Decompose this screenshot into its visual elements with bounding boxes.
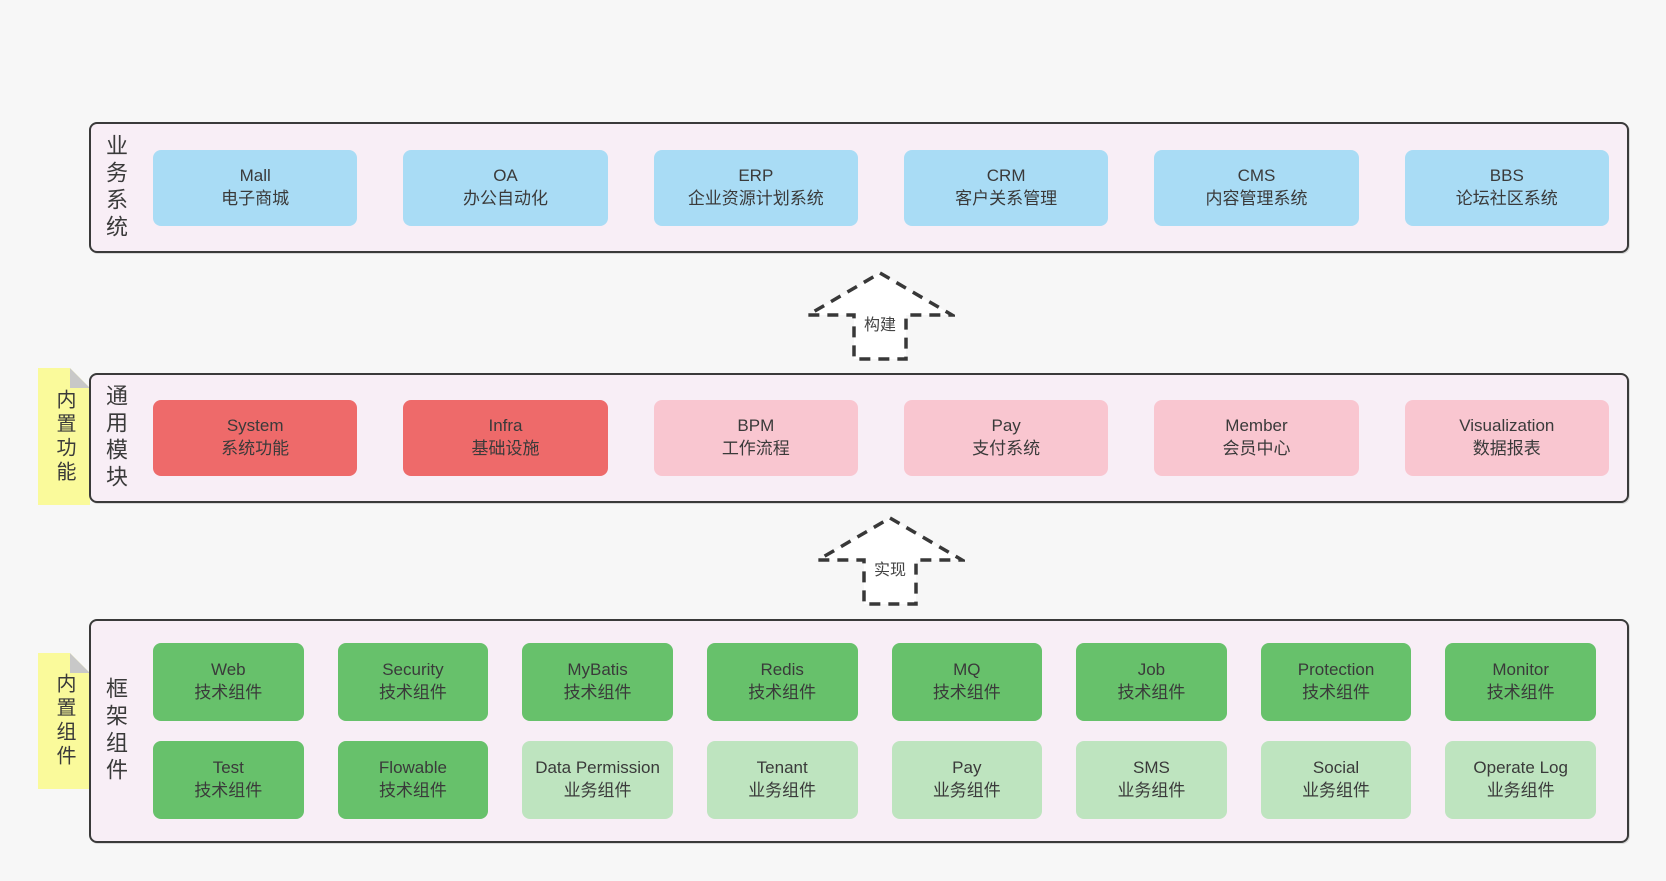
arrow-implement-label: 实现 xyxy=(870,556,910,580)
box-protection: Protection 技术组件 xyxy=(1260,643,1412,721)
box-pay-biz: Pay 业务组件 xyxy=(891,741,1043,819)
sticky-fold-corner xyxy=(70,653,90,673)
components-boxes-row-2: Test 技术组件 Flowable 技术组件 Data Permission … xyxy=(153,741,1596,819)
box-monitor: Monitor 技术组件 xyxy=(1445,643,1596,721)
box-visualization: Visualization 数据报表 xyxy=(1404,400,1609,476)
arrow-build: 构建 xyxy=(805,270,955,362)
box-member: Member 会员中心 xyxy=(1154,400,1359,476)
box-bpm: BPM 工作流程 xyxy=(653,400,858,476)
box-redis: Redis 技术组件 xyxy=(706,643,858,721)
box-flowable: Flowable 技术组件 xyxy=(337,741,489,819)
box-security: Security 技术组件 xyxy=(337,643,489,721)
box-system: System 系统功能 xyxy=(153,400,358,476)
box-test: Test 技术组件 xyxy=(153,741,304,819)
box-mq: MQ 技术组件 xyxy=(891,643,1043,721)
layer-framework-components: 框架组件 Web 技术组件 Security 技术组件 MyBatis xyxy=(89,619,1629,843)
box-tenant: Tenant 业务组件 xyxy=(706,741,858,819)
layer-side-label: 通用模块 xyxy=(103,384,128,492)
box-pay: Pay 支付系统 xyxy=(903,400,1109,476)
layer-side-label: 业务系统 xyxy=(103,133,128,242)
sticky-note-label: 内置组件 xyxy=(53,673,75,769)
sticky-note-built-in-components: 内置组件 xyxy=(38,653,90,789)
box-infra: Infra 基础设施 xyxy=(403,400,608,476)
box-mall: Mall 电子商城 xyxy=(153,149,358,226)
box-oa: OA 办公自动化 xyxy=(403,149,608,226)
box-job: Job 技术组件 xyxy=(1076,643,1227,721)
box-crm: CRM 客户关系管理 xyxy=(903,149,1109,226)
box-social: Social 业务组件 xyxy=(1260,741,1412,819)
modules-boxes-row: System 系统功能 Infra 基础设施 BPM 工作流程 Pay xyxy=(153,400,1609,476)
components-boxes-row-1: Web 技术组件 Security 技术组件 MyBatis 技术组件 xyxy=(153,643,1596,721)
box-erp: ERP 企业资源计划系统 xyxy=(653,149,858,226)
business-boxes-row: Mall 电子商城 OA 办公自动化 ERP 企业资源计划系统 CRM xyxy=(153,149,1609,226)
box-mybatis: MyBatis 技术组件 xyxy=(522,643,673,721)
sticky-note-label: 内置功能 xyxy=(53,388,75,485)
box-sms: SMS 业务组件 xyxy=(1076,741,1227,819)
arrow-implement: 实现 xyxy=(815,515,965,607)
sticky-note-built-in-functions: 内置功能 xyxy=(38,368,90,505)
layer-common-modules: 通用模块 System 系统功能 Infra 基础设施 BPM xyxy=(89,373,1629,503)
box-bbs: BBS 论坛社区系统 xyxy=(1404,149,1609,226)
layer-business-systems: 业务系统 Mall 电子商城 OA 办公自动化 ERP xyxy=(89,122,1629,253)
box-web: Web 技术组件 xyxy=(153,643,304,721)
box-operate-log: Operate Log 业务组件 xyxy=(1445,741,1596,819)
arrow-build-label: 构建 xyxy=(860,311,900,335)
sticky-fold-corner xyxy=(70,368,90,388)
box-data-permission: Data Permission 业务组件 xyxy=(522,741,673,819)
layer-side-label: 框架组件 xyxy=(103,677,128,785)
box-cms: CMS 内容管理系统 xyxy=(1154,149,1359,226)
